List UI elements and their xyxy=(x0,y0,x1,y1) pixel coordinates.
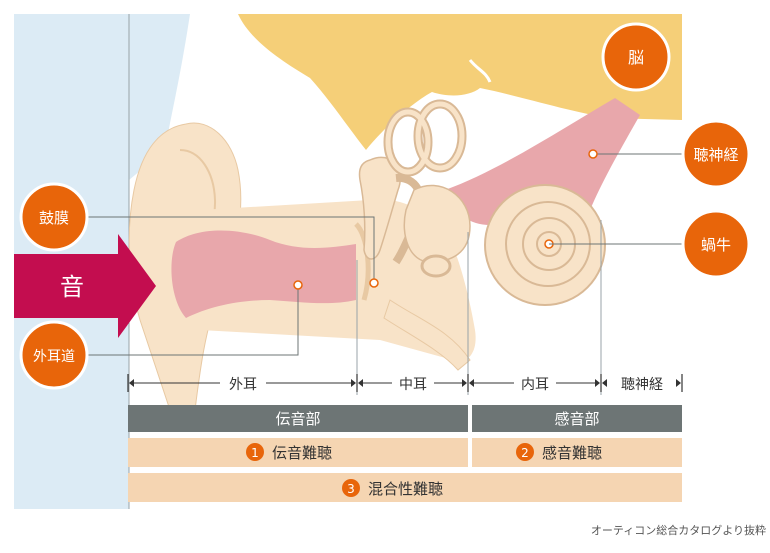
brain-label-text: 脳 xyxy=(628,48,644,67)
conductive-part-bar xyxy=(128,405,468,432)
eardrum-dot xyxy=(369,278,379,288)
semicircular-canal-1-inner xyxy=(385,109,431,175)
section-axis: 外耳 中耳 内耳 聴神経 xyxy=(127,374,683,393)
ear-canal-dot xyxy=(293,280,303,290)
auditory-nerve-label: 聴神経 xyxy=(681,119,751,189)
eardrum-label: 鼓膜 xyxy=(19,182,89,252)
sound-arrow xyxy=(14,234,156,338)
nerve-section-label: 聴神経 xyxy=(621,377,663,393)
inner-ear-label: 内耳 xyxy=(521,377,549,393)
ear-canal-leader xyxy=(86,285,299,356)
sound-label: 音 xyxy=(60,273,84,301)
ear-canal xyxy=(171,230,356,318)
brain-area xyxy=(238,14,682,150)
air-fill xyxy=(129,14,190,180)
ear-canal-label: 外耳道 xyxy=(19,320,89,390)
mixed-loss-bar xyxy=(128,473,682,502)
badge-2 xyxy=(516,443,534,461)
sensorineural-part-label: 感音部 xyxy=(554,410,599,428)
conductive-loss-label: 伝音難聴 xyxy=(272,444,332,462)
badge-1-text: 1 xyxy=(251,446,259,460)
brain-notch xyxy=(468,59,492,83)
brain-label: 脳 xyxy=(601,22,671,92)
badge-3 xyxy=(342,479,360,497)
auditory-nerve-label-text: 聴神経 xyxy=(693,146,738,164)
badge-1 xyxy=(246,443,264,461)
eardrum-label-text: 鼓膜 xyxy=(39,209,69,227)
outer-ear-label: 外耳 xyxy=(229,377,257,393)
eustachian-tube xyxy=(383,299,471,371)
sensorineural-part-bar xyxy=(472,405,682,432)
semicircular-canal-2-inner xyxy=(415,101,465,171)
nerve-dot xyxy=(588,149,598,159)
cochlea-label-text: 蝸牛 xyxy=(701,236,731,254)
sensorineural-loss-bar xyxy=(472,438,682,467)
conductive-part-label: 伝音部 xyxy=(275,410,320,428)
auditory-nerve-band xyxy=(445,98,640,225)
eardrum-leader xyxy=(86,216,375,283)
source-credit: オーティコン総合カタログより抜粋 xyxy=(591,523,766,537)
vestibule xyxy=(403,184,471,263)
conductive-loss-bar xyxy=(128,438,468,467)
middle-ear-label: 中耳 xyxy=(399,377,427,393)
cochlea-label: 蝸牛 xyxy=(681,209,751,279)
badge-3-text: 3 xyxy=(347,482,355,496)
ear-canal-label-text: 外耳道 xyxy=(33,349,75,365)
badge-2-text: 2 xyxy=(521,446,529,460)
mixed-loss-label: 混合性難聴 xyxy=(368,480,443,498)
sensorineural-loss-label: 感音難聴 xyxy=(542,444,602,462)
oval-window xyxy=(420,254,452,278)
